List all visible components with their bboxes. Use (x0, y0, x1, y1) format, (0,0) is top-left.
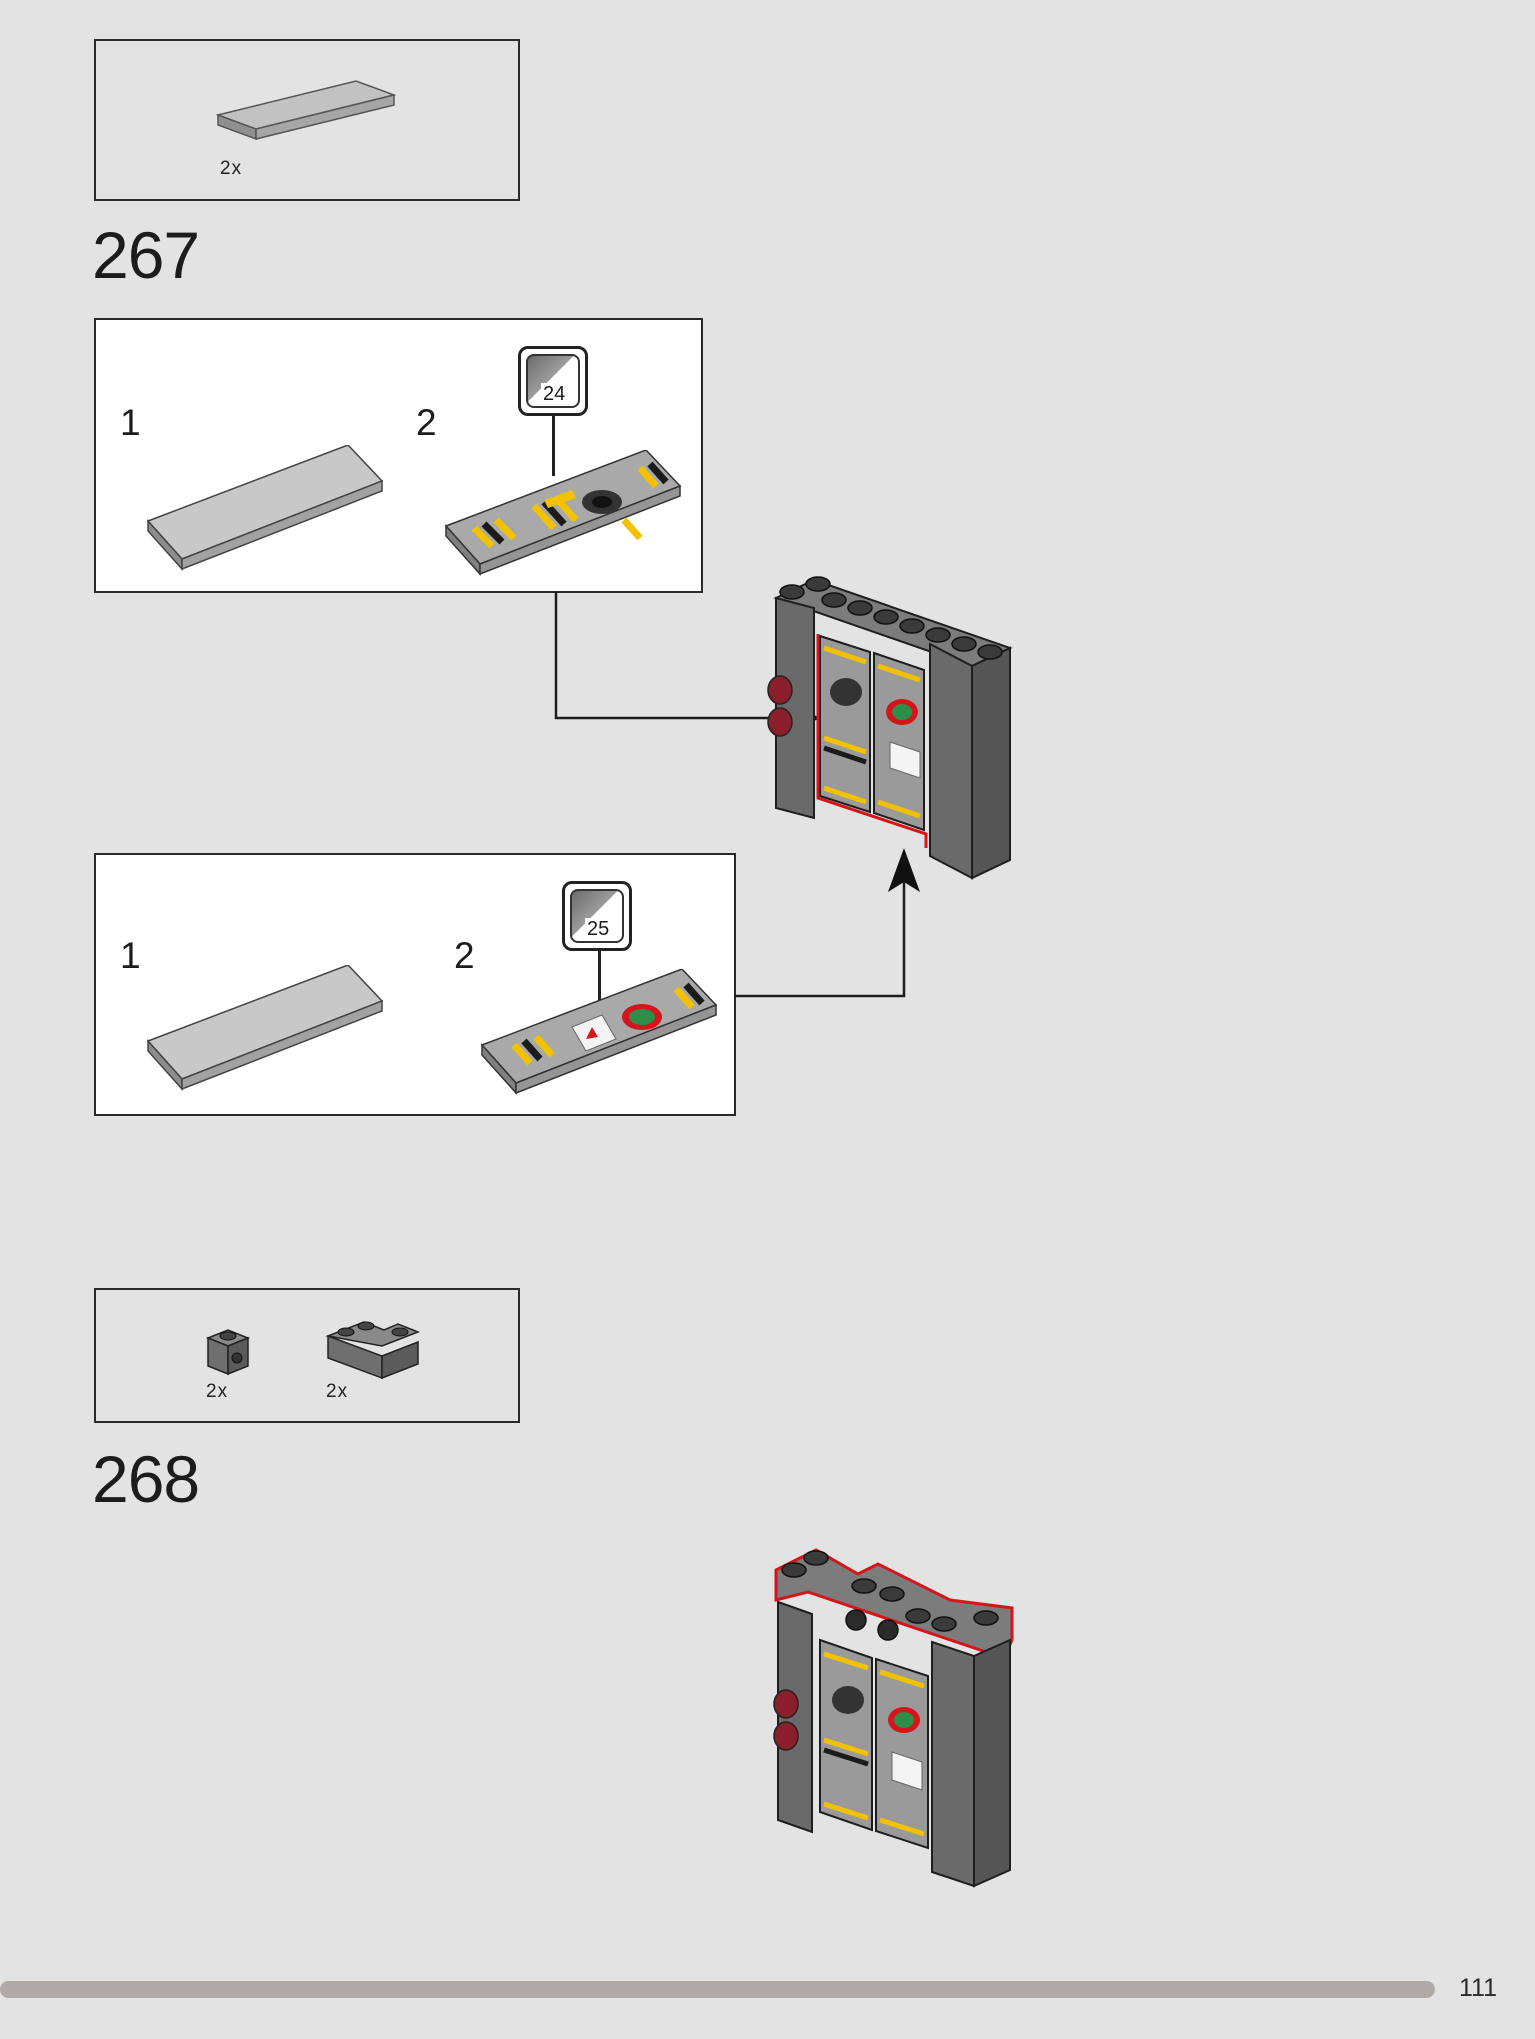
subassembly-callout-a: 1 2 24 (94, 318, 703, 593)
step-number: 268 (92, 1442, 200, 1516)
door-wall-assembly-with-corner-plates (773, 1548, 1014, 1888)
part-quantity: 2x (206, 1381, 229, 1402)
connector-arrow-b (734, 848, 920, 998)
subassembly-callout-b: 1 2 25 (94, 853, 736, 1116)
grey-tile-plate-icon (216, 80, 396, 141)
sticker-number: 25 (585, 918, 612, 941)
part-quantity: 2x (326, 1381, 349, 1402)
stickered-tile-caution-icon (480, 969, 718, 1095)
sticker-callout-24: 24 (518, 346, 588, 416)
stickered-tile-doom-icon (444, 450, 682, 576)
door-wall-assembly (767, 576, 1013, 880)
substep-label-2: 2 (416, 402, 437, 443)
sticker-number: 24 (541, 383, 568, 406)
sticker-callout-25: 25 (562, 881, 632, 951)
sticker-pointer-line (552, 416, 555, 476)
grey-tile-plate-icon (146, 445, 384, 571)
step-number: 267 (92, 218, 200, 292)
page-number: 111 (1458, 1974, 1497, 2002)
substep-label-2: 2 (454, 935, 475, 976)
corner-plate-icon (325, 1321, 421, 1380)
progress-bar (0, 1981, 1435, 1998)
parts-callout-268: 2x 2x (94, 1288, 520, 1423)
grey-tile-plate-icon (146, 965, 384, 1091)
brick-with-stud-on-side-icon (205, 1329, 251, 1376)
part-quantity: 2x (220, 158, 243, 179)
sticker-pointer-line (598, 951, 601, 1007)
substep-label-1: 1 (120, 402, 141, 443)
substep-label-1: 1 (120, 935, 141, 976)
parts-callout-267: 2x (94, 39, 520, 201)
